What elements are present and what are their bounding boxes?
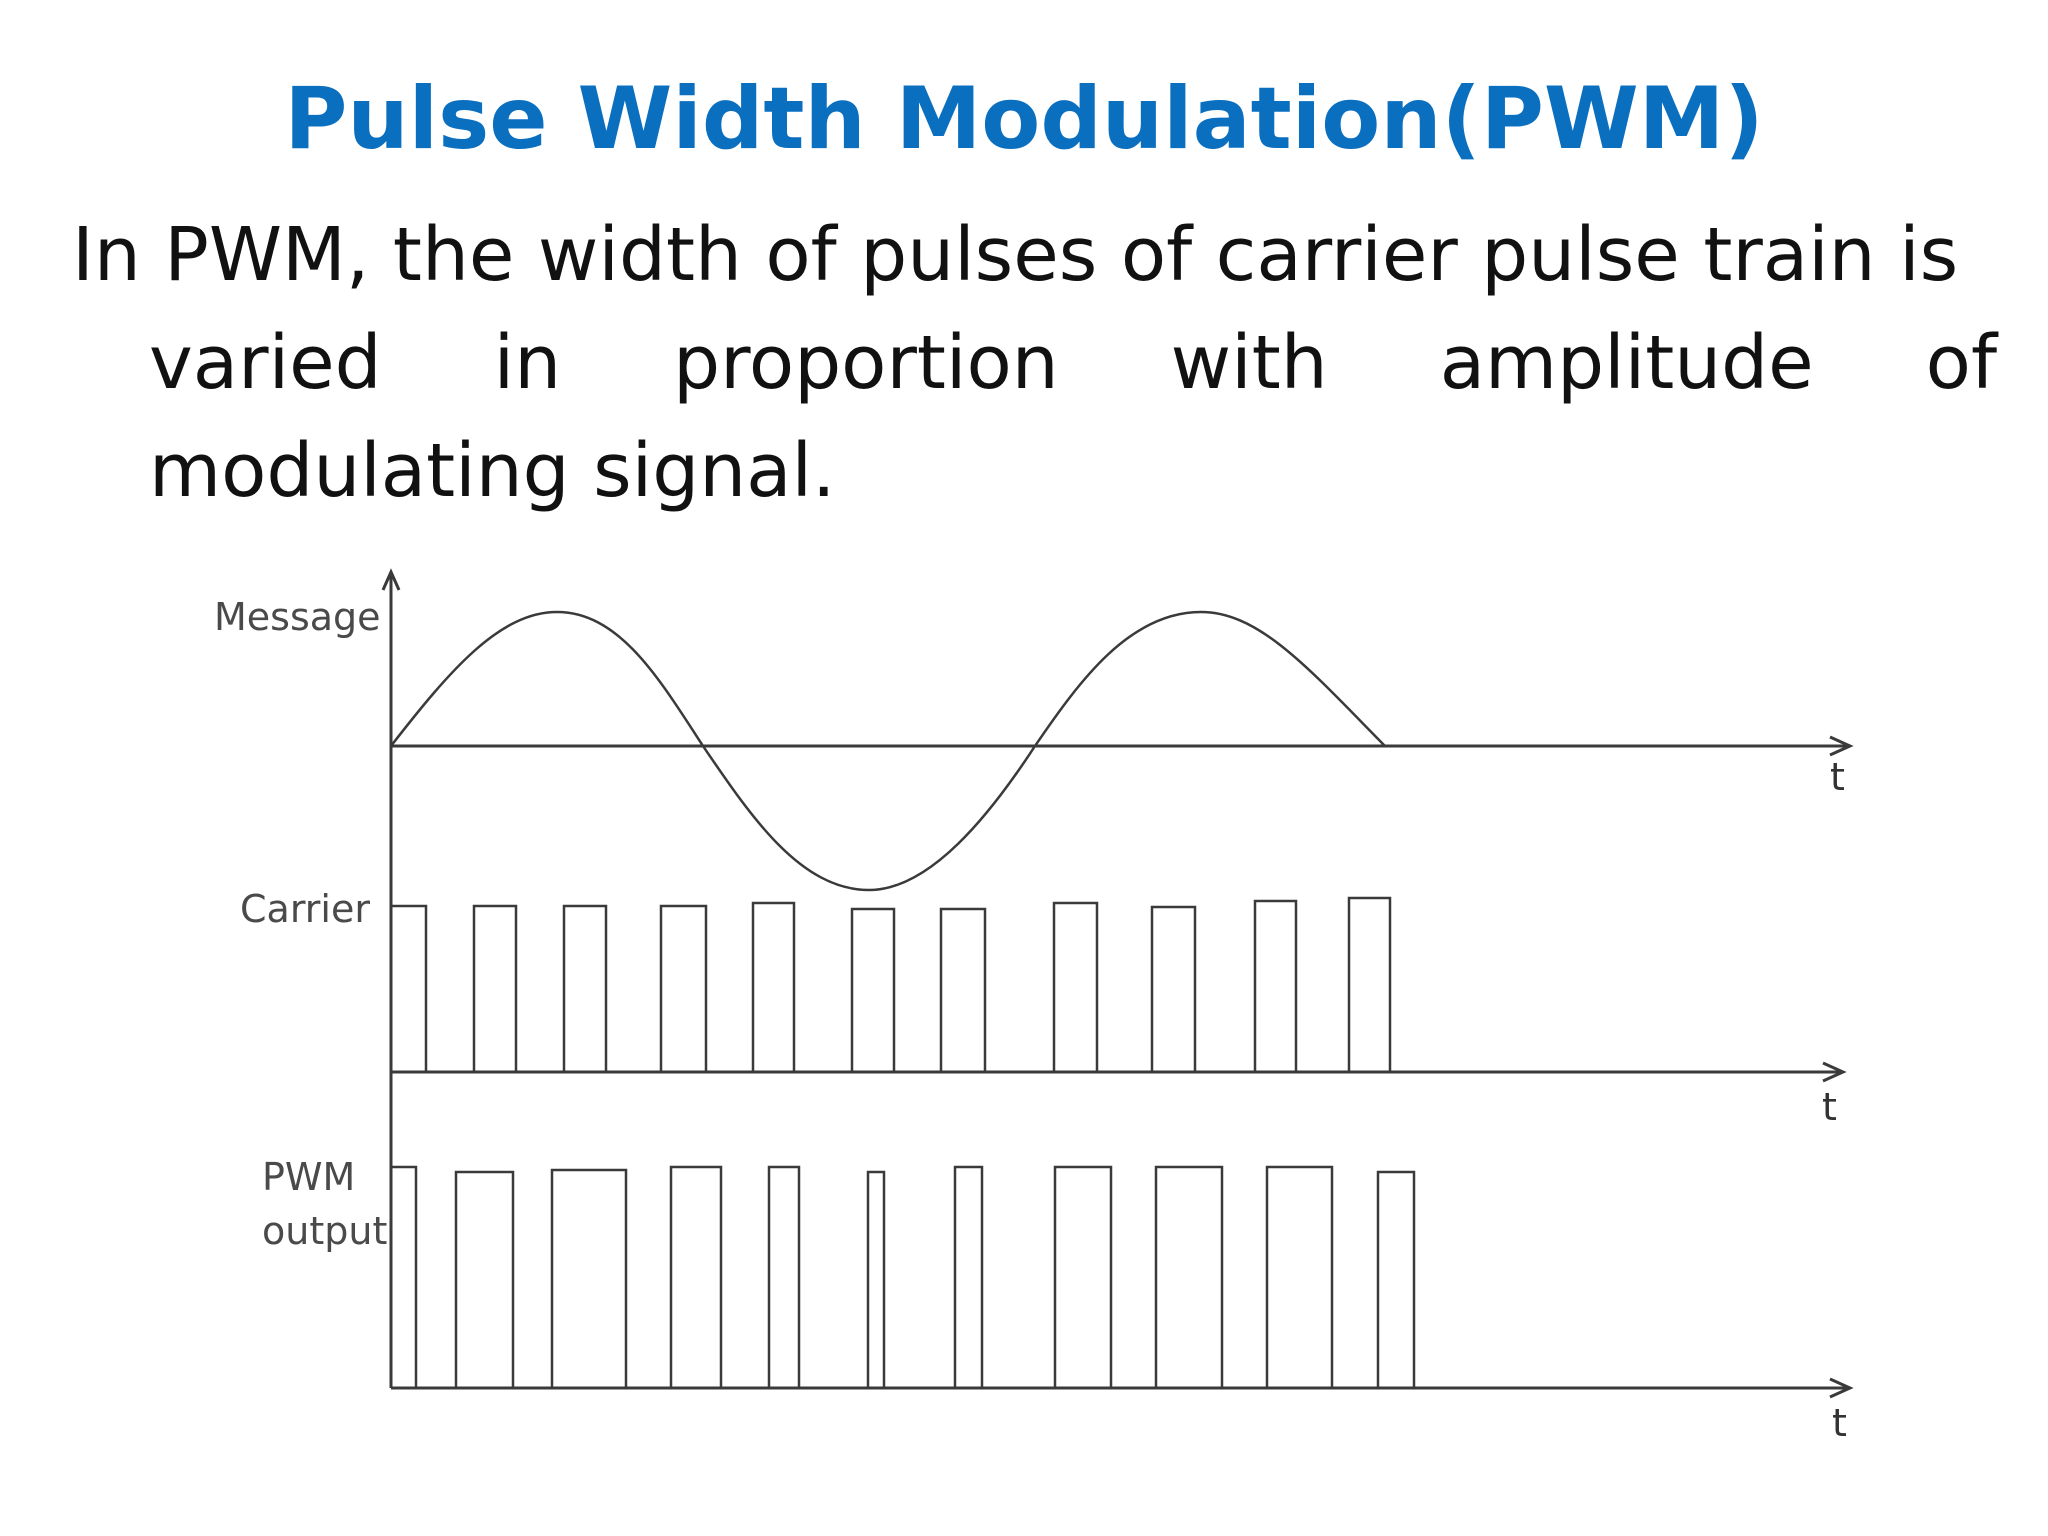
message-axis-t-label: t — [1830, 755, 1845, 799]
message-axis-arrowhead — [1829, 735, 1854, 757]
body-word: in — [493, 320, 562, 406]
carrier-axis-t-label: t — [1822, 1085, 1837, 1129]
body-word: varied — [149, 320, 382, 406]
slide-title: Pulse Width Modulation(PWM) — [284, 69, 1764, 169]
pwm-axis-t-label: t — [1832, 1401, 1847, 1445]
carrier-axis-arrowhead — [1822, 1061, 1847, 1083]
message-sine-wave — [390, 610, 1386, 892]
output-label: output — [262, 1209, 387, 1253]
carrier-pulse-train — [391, 896, 1392, 1072]
pwm-label: PWM — [262, 1155, 355, 1199]
message-label: Message — [214, 595, 381, 639]
body-word: with — [1170, 320, 1328, 406]
vertical-axis-arrowhead — [381, 568, 401, 591]
body-word: proportion — [673, 320, 1059, 406]
pwm-axis-arrowhead — [1829, 1377, 1854, 1399]
body-word: of — [1925, 320, 1997, 406]
carrier-label: Carrier — [240, 887, 370, 931]
pwm-output-pulse-train — [391, 1165, 1416, 1388]
body-line-3: modulating signal. — [149, 428, 836, 514]
body-line-1: In PWM, the width of pulses of carrier p… — [72, 212, 1959, 298]
body-line-2: varied in proportion with amplitude of — [149, 308, 1997, 418]
body-word: amplitude — [1439, 320, 1814, 406]
